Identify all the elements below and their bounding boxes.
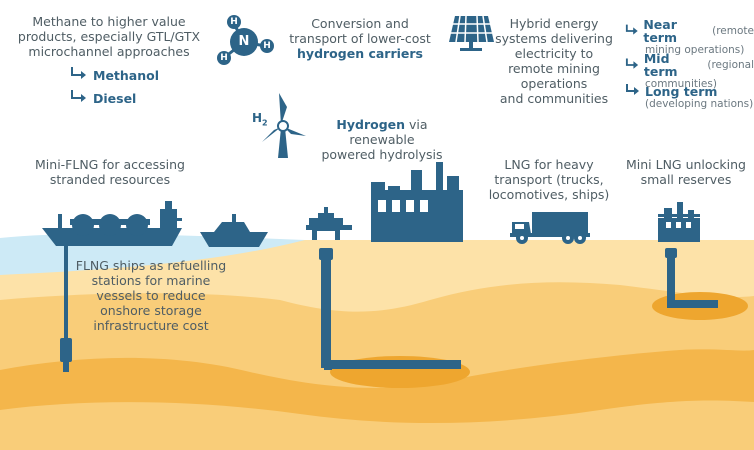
hybrid-line: systems delivering <box>495 31 613 46</box>
truck-icon <box>510 212 590 244</box>
hybrid-line: electricity to <box>514 46 594 61</box>
hydrogen-line: via renewable <box>349 117 428 147</box>
carriers-highlight: hydrogen carriers <box>297 46 423 61</box>
wind-turbine-icon <box>262 93 306 158</box>
hydrogen-symbol-subscript: 2 <box>262 118 268 128</box>
arrow-right-icon <box>625 24 638 35</box>
lng-transport-description: LNG for heavy transport (trucks, locomot… <box>486 157 612 202</box>
diesel-label: Diesel <box>93 90 137 106</box>
vessel-icon <box>200 214 268 247</box>
lng-transport-line: transport (trucks, <box>494 172 604 187</box>
hydrogen-highlight: Hydrogen <box>336 117 406 132</box>
term-note: communities) <box>645 78 717 90</box>
term-mid: Mid term (regional communities) <box>625 52 754 91</box>
mini-lng-line: small reserves <box>640 172 732 187</box>
arrow-right-icon <box>626 84 639 95</box>
flng-riser-icon <box>60 246 72 372</box>
ammonia-center-letter: N <box>238 34 250 49</box>
refuel-description: FLNG ships as refuelling stations for ma… <box>66 258 236 333</box>
ammonia-h-letter: H <box>263 41 271 51</box>
refuel-line: infrastructure cost <box>93 318 209 333</box>
term-note: (remote <box>712 24 754 37</box>
methanol-item: Methanol <box>70 67 159 83</box>
flng-description: Mini-FLNG for accessing stranded resourc… <box>18 157 202 187</box>
hydrogen-line: powered hydrolysis <box>321 147 443 162</box>
flng-line: Mini-FLNG for accessing <box>35 157 185 172</box>
solar-panel-icon <box>449 15 494 51</box>
ammonia-molecule-icon <box>217 15 274 65</box>
hybrid-line: and communities <box>499 91 609 106</box>
mini-lng-line: Mini LNG unlocking <box>625 157 746 172</box>
hydrogen-symbol-letter: H <box>252 111 263 125</box>
mini-lng-description: Mini LNG unlocking small reserves <box>622 157 750 187</box>
wellhead-icon <box>306 207 352 240</box>
ground-deep-band <box>0 400 754 450</box>
refuel-line: vessels to reduce <box>96 288 206 303</box>
hybrid-line: remote mining <box>508 61 600 76</box>
refuel-line: stations for marine <box>91 273 211 288</box>
term-note: (developing nations) <box>645 98 754 110</box>
diesel-item: Diesel <box>70 90 136 106</box>
hybrid-line: Hybrid energy <box>509 16 599 31</box>
term-long: Long term (developing nations) <box>625 84 753 111</box>
processing-plant-icon <box>371 162 463 242</box>
lng-transport-line: LNG for heavy <box>504 157 594 172</box>
hydrogen-description: Hydrogen via renewable powered hydrolysi… <box>304 117 460 162</box>
arrow-right-icon <box>625 58 639 69</box>
mini-lng-well <box>665 248 718 308</box>
term-name: Mid term <box>643 51 678 79</box>
flng-ship-icon <box>42 201 182 246</box>
lng-transport-line: locomotives, ships) <box>488 187 610 202</box>
horizontal-well <box>319 248 461 370</box>
carriers-line: transport of lower-cost <box>289 31 431 46</box>
hydrogen-symbol: H2 <box>252 111 268 130</box>
term-near: Near term (remote mining operations) <box>625 18 754 57</box>
gtl-description: Methane to higher value products, especi… <box>2 14 216 59</box>
arrow-right-icon <box>71 67 86 79</box>
carriers-line: Conversion and <box>311 16 409 31</box>
hybrid-line: operations <box>520 76 588 91</box>
term-note: (regional <box>707 58 754 71</box>
hybrid-description: Hybrid energy systems delivering electri… <box>494 16 614 106</box>
refuel-line: FLNG ships as refuelling <box>75 258 227 273</box>
gtl-line: products, especially GTL/GTX <box>17 29 201 44</box>
methanol-label: Methanol <box>93 67 159 83</box>
ammonia-h-letter: H <box>220 53 228 63</box>
arrow-right-icon <box>71 90 86 102</box>
term-note: mining operations) <box>645 44 745 56</box>
gtl-line: Methane to higher value <box>32 14 186 29</box>
ammonia-h-letter: H <box>230 17 238 27</box>
flng-line: stranded resources <box>49 172 171 187</box>
mini-lng-plant-icon <box>658 202 700 242</box>
carriers-description: Conversion and transport of lower-cost h… <box>285 16 435 61</box>
term-name: Near term <box>643 17 677 45</box>
term-name: Long term <box>645 83 718 99</box>
refuel-line: onshore storage <box>100 303 202 318</box>
gtl-line: microchannel approaches <box>28 44 190 59</box>
